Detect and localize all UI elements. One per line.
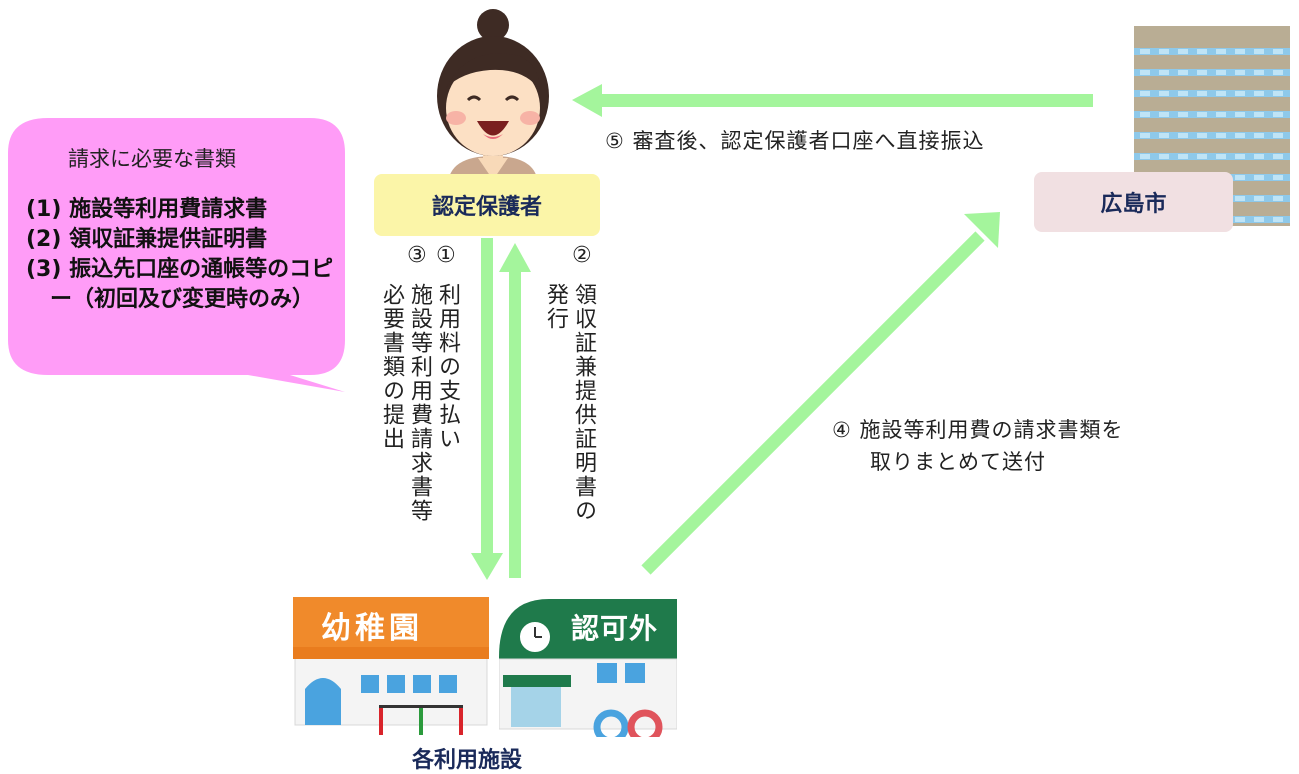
guardian-label: 認定保護者 — [374, 174, 600, 236]
step-4-line-2: 取りまとめて送付 — [870, 450, 1046, 474]
step-1-text: 利用料の支払い — [435, 283, 460, 451]
step-2-number: ② — [572, 243, 592, 268]
callout-item-3: (3) 振込先口座の通帳等のコピー（初回及び変更時のみ） — [26, 257, 334, 312]
step-4-line-1: ④ 施設等利用費の請求書類を — [832, 418, 1124, 442]
city-label: 広島市 — [1034, 172, 1233, 232]
arrow-step-5 — [572, 84, 1093, 117]
step-4-text: ④ 施設等利用費の請求書類を 取りまとめて送付 — [832, 414, 1124, 478]
unlicensed-facility-sign: 認可外 — [571, 612, 659, 645]
kindergarten-sign: 幼稚園 — [321, 611, 423, 646]
step-1-number: ① — [436, 243, 456, 268]
step-5-text: ⑤ 審査後、認定保護者口座へ直接振込 — [605, 129, 985, 153]
arrow-step-4 — [641, 212, 1000, 575]
step-3-text-line2: 必要書類の提出 — [379, 283, 404, 451]
callout-item-1: (1) 施設等利用費請求書 — [26, 197, 268, 222]
callout-title: 請求に必要な書類 — [68, 147, 236, 171]
arrow-step-2 — [499, 243, 531, 578]
callout-document-list: (1) 施設等利用費請求書 (2) 領収証兼提供証明書 (3) 振込先口座の通帳… — [26, 195, 350, 315]
facility-label: 各利用施設 — [412, 748, 523, 773]
unlicensed-facility-illustration: 認可外 — [499, 597, 677, 737]
callout-item-2: (2) 領収証兼提供証明書 — [26, 227, 268, 252]
arrow-step-1-3 — [471, 238, 503, 580]
step-2-text: 領収証兼提供証明書の — [571, 283, 596, 523]
step-3-text: 施設等利用費請求書等 — [407, 283, 432, 523]
guardian-illustration — [437, 9, 549, 186]
kindergarten-illustration: 幼稚園 — [293, 597, 491, 737]
step-2-text-line2: 発行 — [543, 283, 568, 331]
step-3-number: ③ — [407, 243, 427, 268]
